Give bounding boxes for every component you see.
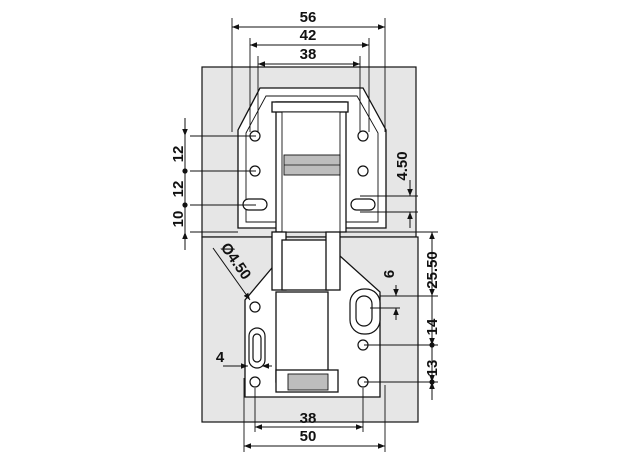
slot-inner xyxy=(355,295,373,327)
dim-left-b: 12 xyxy=(170,181,187,198)
lower-mounting-holes xyxy=(248,288,381,388)
slot-inner xyxy=(252,333,262,363)
chain-dimension-dots xyxy=(182,168,435,385)
upper-hinge-body xyxy=(237,87,387,233)
dim-top-overall: 56 xyxy=(300,9,317,26)
hole xyxy=(357,130,369,142)
dim-left-slot-offset: 4 xyxy=(216,349,225,366)
upper-mounting-holes xyxy=(242,130,376,211)
dimension-lines xyxy=(182,24,435,449)
dim-left-a: 12 xyxy=(170,146,187,163)
dim-bottom-inner: 38 xyxy=(300,410,317,427)
dim-right-mid: 14 xyxy=(424,318,441,335)
dim-bottom-outer: 50 xyxy=(300,428,317,445)
hole xyxy=(357,165,369,177)
slot xyxy=(350,198,376,211)
slot xyxy=(242,198,268,211)
dim-right-top-offset: 4.50 xyxy=(394,151,411,180)
dim-right-overall: 25.50 xyxy=(424,251,441,289)
dim-top-mid: 42 xyxy=(300,27,317,44)
extension-lines xyxy=(190,18,438,452)
dim-right-low: 13 xyxy=(424,360,441,377)
hole xyxy=(249,376,261,388)
dim-top-inner: 38 xyxy=(300,46,317,63)
lower-hinge-body xyxy=(244,231,381,398)
dim-slot-width: 6 xyxy=(381,270,398,278)
dim-left-c: 10 xyxy=(170,211,187,228)
hole xyxy=(249,301,261,313)
